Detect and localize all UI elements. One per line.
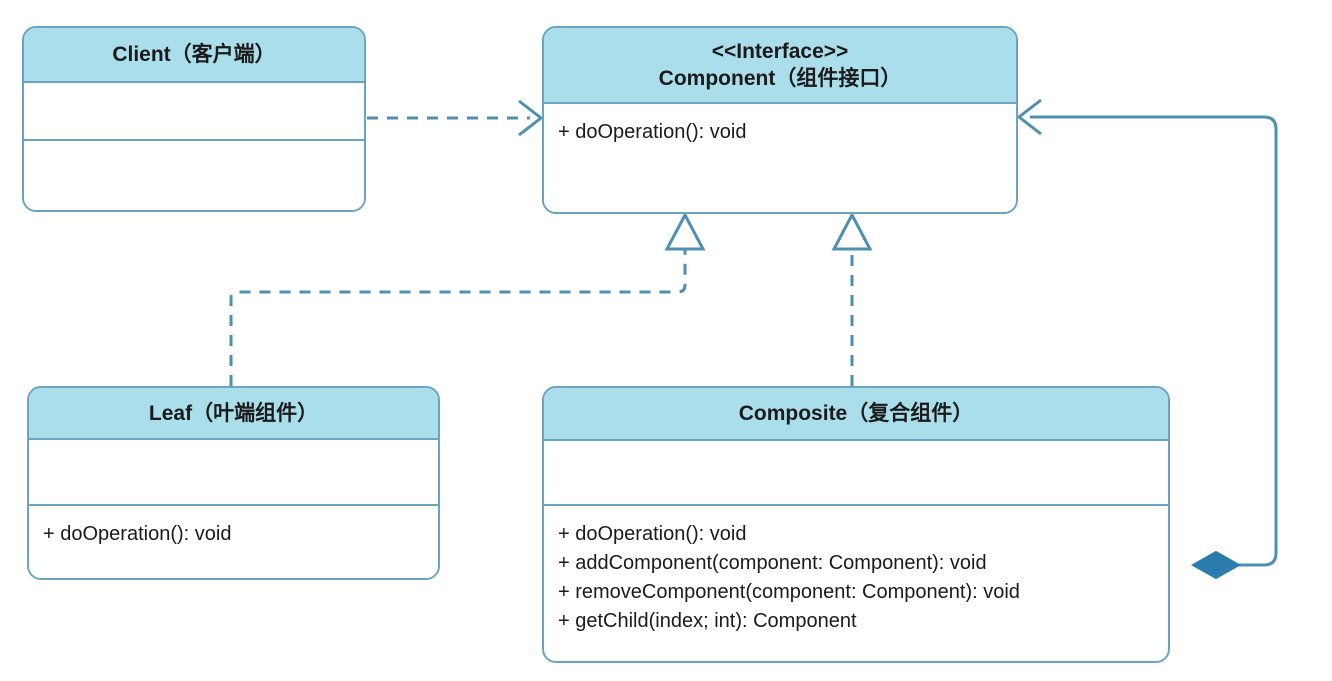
class-name-composite: Composite（复合组件）	[738, 402, 974, 425]
edge-leaf-implements-component	[229, 211, 706, 386]
operation-item: + addComponent(component: Component): vo…	[558, 552, 987, 574]
operation-item: + removeComponent(component: Component):…	[558, 581, 1020, 603]
operations-compartment-composite: + doOperation(): void + addComponent(com…	[544, 506, 1168, 661]
class-box-component[interactable]: <<Interface>> Component（组件接口） + doOperat…	[542, 26, 1018, 214]
attributes-compartment-composite	[544, 441, 1168, 506]
class-name-leaf: Leaf（叶端组件）	[148, 401, 319, 425]
class-header-component: <<Interface>> Component（组件接口）	[544, 28, 1016, 104]
operations-compartment-leaf: + doOperation(): void	[29, 506, 438, 578]
operations-list-component: + doOperation(): void	[544, 104, 1016, 147]
attributes-compartment-client	[24, 83, 364, 141]
class-header-composite: Composite（复合组件）	[544, 388, 1168, 441]
class-stereotype-component: <<Interface>>	[711, 40, 849, 63]
operations-compartment-client	[24, 141, 364, 210]
class-header-leaf: Leaf（叶端组件）	[29, 388, 438, 440]
operations-list-leaf: + doOperation(): void	[29, 506, 438, 549]
operation-item: + doOperation(): void	[558, 121, 747, 143]
operations-compartment-component: + doOperation(): void	[544, 104, 1016, 212]
composition-diamond	[1190, 550, 1242, 580]
operations-list-composite: + doOperation(): void + addComponent(com…	[544, 506, 1168, 636]
class-header-client: Client（客户端）	[24, 28, 364, 83]
class-box-composite[interactable]: Composite（复合组件） + doOperation(): void + …	[542, 386, 1170, 663]
attributes-compartment-leaf	[29, 440, 438, 506]
class-name-client: Client（客户端）	[112, 43, 276, 66]
operation-item: + doOperation(): void	[43, 523, 232, 545]
class-box-client[interactable]: Client（客户端）	[22, 26, 366, 212]
edge-composite-implements-component	[831, 211, 873, 386]
class-box-leaf[interactable]: Leaf（叶端组件） + doOperation(): void	[27, 386, 440, 580]
edge-client-uses-component	[367, 99, 544, 137]
operation-item: + doOperation(): void	[558, 523, 747, 545]
class-name-component: Component（组件接口）	[658, 67, 902, 90]
operation-item: + getChild(index; int): Component	[558, 610, 857, 632]
